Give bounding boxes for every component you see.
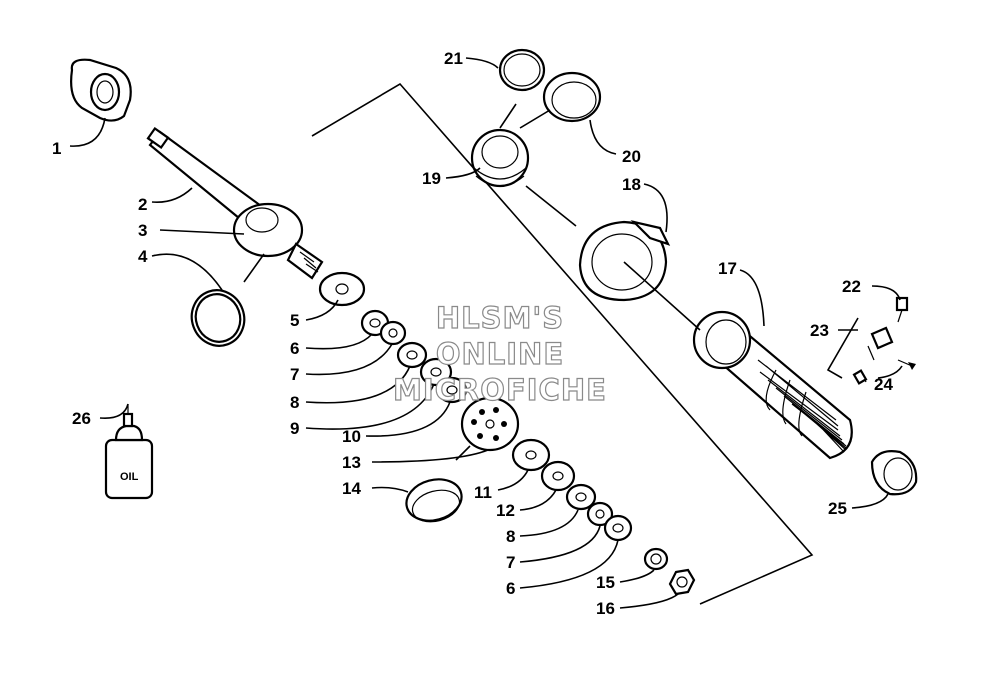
watermark-line-3: MICROFICHE xyxy=(393,373,607,407)
callout-14: 14 xyxy=(342,479,361,498)
part-8-washer-lower xyxy=(565,483,597,511)
part-17-shock-body xyxy=(692,310,853,460)
part-22-screw xyxy=(895,296,909,323)
part-13-piston-valve xyxy=(460,396,520,452)
callout-25: 25 xyxy=(828,499,847,518)
part-19-bearing-cap xyxy=(470,128,530,188)
part-20-seal xyxy=(542,71,602,123)
callout-23: 23 xyxy=(810,321,829,340)
part-15-washer xyxy=(643,547,669,571)
callout-11: 11 xyxy=(474,483,492,502)
part-7-washer xyxy=(379,320,407,346)
part-14-piston-band xyxy=(405,478,463,523)
callout-7: 7 xyxy=(290,365,299,384)
part-24-screw xyxy=(897,359,916,370)
part-5-washer xyxy=(318,271,366,307)
callout-12: 12 xyxy=(496,501,515,520)
part-9-washer xyxy=(419,357,453,387)
callout-2: 2 xyxy=(138,195,147,214)
group-bracket-outline xyxy=(311,82,814,605)
part-23-valve xyxy=(852,326,894,385)
callout-10: 10 xyxy=(342,427,361,446)
callout-18: 18 xyxy=(622,175,641,194)
part-26-oil-bottle: OIL xyxy=(104,404,154,500)
callout-13: 13 xyxy=(342,453,361,472)
callout-17: 17 xyxy=(718,259,737,278)
callout-22: 22 xyxy=(842,277,861,296)
watermark-line-1: HLSM'S xyxy=(436,301,564,335)
part-7-washer-lower xyxy=(586,501,614,527)
part-8-washer xyxy=(396,341,428,369)
callout-16: 16 xyxy=(596,599,615,618)
watermark-line-2: ONLINE xyxy=(436,337,564,371)
callout-7-lower: 7 xyxy=(506,553,515,572)
callout-1: 1 xyxy=(52,139,61,158)
callout-3: 3 xyxy=(138,221,147,240)
part-18-spring-seat xyxy=(578,220,671,302)
callout-19: 19 xyxy=(422,169,441,188)
callout-26: 26 xyxy=(72,409,91,428)
callout-6-lower: 6 xyxy=(506,579,515,598)
part-4-o-ring-inner xyxy=(194,293,242,343)
part-12-washer xyxy=(540,460,576,492)
callout-4: 4 xyxy=(138,247,148,266)
callout-8-lower: 8 xyxy=(506,527,515,546)
part-10-washer xyxy=(436,376,468,404)
callout-numbers: 1 2 3 4 5 6 7 8 9 10 13 14 11 12 8 7 6 1… xyxy=(52,49,893,618)
part-6-washer-lower xyxy=(603,514,633,542)
callout-8: 8 xyxy=(290,393,299,412)
part-3-piston-head xyxy=(232,202,324,280)
callout-6: 6 xyxy=(290,339,299,358)
part-11-washer xyxy=(511,438,551,472)
oil-bottle-label: OIL xyxy=(120,471,139,483)
part-1-eyelet xyxy=(70,58,132,122)
callout-20: 20 xyxy=(622,147,641,166)
callout-24: 24 xyxy=(874,375,893,394)
part-21-o-ring xyxy=(498,48,546,92)
callout-9: 9 xyxy=(290,419,299,438)
callout-5: 5 xyxy=(290,311,299,330)
callout-15: 15 xyxy=(596,573,615,592)
leader-lines xyxy=(69,57,903,609)
watermark: HLSM'S ONLINE MICROFICHE xyxy=(392,300,607,407)
part-25-bushing xyxy=(870,450,918,496)
part-16-nut xyxy=(668,568,696,596)
part-23-bracket-outline xyxy=(826,317,859,379)
callout-21: 21 xyxy=(444,49,463,68)
